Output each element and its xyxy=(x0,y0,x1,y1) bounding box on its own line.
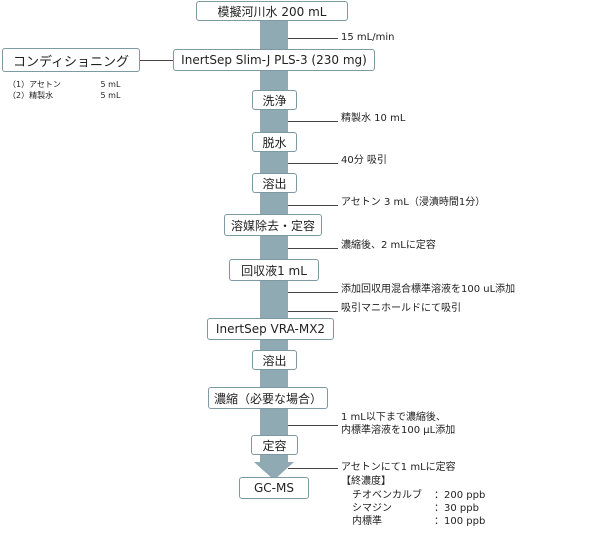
note-concentrate-volume: 濃縮後、2 mLに定容 xyxy=(341,240,436,251)
leader-add-standard xyxy=(288,292,338,293)
final-concentration-value-1: ：200 ppb xyxy=(434,490,486,501)
step-dry: 脱水 xyxy=(252,132,297,152)
conditioning-connector xyxy=(140,60,173,61)
final-concentration-row-3: 内標準 ：100 ppb xyxy=(352,515,485,528)
step-recovered-solution: 回収液1 mL xyxy=(229,259,319,281)
conditioning-item-2-volume: 5 mL xyxy=(100,91,121,100)
note-elution-solvent: アセトン 3 mL（浸漬時間1分） xyxy=(341,197,486,208)
note-final-volume: アセトンにて1 mLに定容 xyxy=(341,462,456,473)
leader-solvent-removal xyxy=(288,248,338,249)
final-concentration-value-2: ：30 ppb xyxy=(434,503,479,514)
conditioning-item-1-volume: 5 mL xyxy=(100,80,121,89)
leader-manifold xyxy=(288,311,338,312)
step-elute-2: 溶出 xyxy=(252,350,297,370)
step-cartridge-pls3: InertSep Slim-J PLS-3 (230 mg) xyxy=(173,49,375,71)
conditioning-box: コンディショニング xyxy=(2,48,140,72)
note-dry-time: 40分 吸引 xyxy=(341,155,387,166)
conditioning-item-1: （1）アセトン 5 mL xyxy=(8,79,120,90)
conditioning-item-2: （2）精製水 5 mL xyxy=(8,90,120,101)
step-gc-ms: GC-MS xyxy=(239,477,309,499)
step-solvent-removal: 溶媒除去・定容 xyxy=(224,214,322,236)
final-concentration-title: 【終濃度】 xyxy=(341,476,391,487)
step-elute-1: 溶出 xyxy=(252,173,297,193)
step-cartridge-vra: InertSep VRA-MX2 xyxy=(207,318,334,340)
flow-arrow-head xyxy=(254,462,294,480)
final-concentration-name-1: チオベンカルブ xyxy=(352,490,422,501)
leader-flow-rate xyxy=(288,38,338,39)
leader-wash xyxy=(288,121,338,122)
note-concentrate-line-2: 内標準溶液を100 µL添加 xyxy=(341,425,456,436)
final-concentration-row-1: チオベンカルブ ：200 ppb xyxy=(352,489,485,502)
step-wash: 洗浄 xyxy=(252,90,297,110)
note-manifold: 吸引マニホールドにて吸引 xyxy=(341,303,461,314)
leader-dry xyxy=(288,163,338,164)
final-concentration-name-3: 内標準 xyxy=(352,516,382,527)
final-concentration-name-2: シマジン xyxy=(352,503,392,514)
note-concentrate-line-1: 1 mL以下まで濃縮後、 xyxy=(341,412,446,423)
step-concentrate: 濃縮（必要な場合） xyxy=(208,387,328,409)
note-flow-rate: 15 mL/min xyxy=(341,32,395,43)
conditioning-item-1-label: （1）アセトン xyxy=(8,80,61,89)
step-final-volume: 定容 xyxy=(251,435,298,455)
final-concentration-row-2: シマジン ：30 ppb xyxy=(352,502,479,515)
leader-final-volume xyxy=(288,468,338,469)
conditioning-item-2-label: （2）精製水 xyxy=(8,91,54,100)
note-add-standard: 添加回収用混合標準溶液を100 uL添加 xyxy=(341,284,516,295)
final-concentration-value-3: ：100 ppb xyxy=(434,516,486,527)
leader-elute xyxy=(288,205,338,206)
leader-concentrate xyxy=(288,425,338,426)
step-sample: 模擬河川水 200 mL xyxy=(196,1,348,21)
note-wash-solvent: 精製水 10 mL xyxy=(341,113,406,124)
